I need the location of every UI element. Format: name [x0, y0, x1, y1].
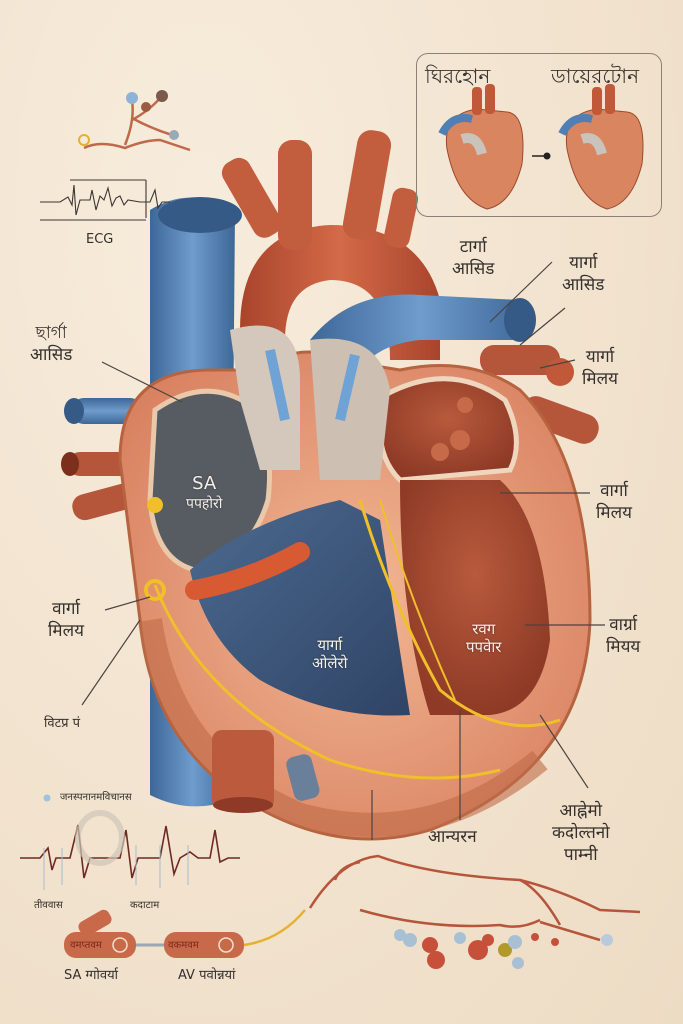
neuron-sketch — [83, 97, 191, 152]
label-bottom-center: आन्यरन — [428, 827, 477, 847]
heart-mini-right — [558, 84, 644, 210]
label-right-lower: वार्ग्रामियय — [606, 615, 641, 657]
av-node-inner-text: वकमवम — [168, 940, 199, 951]
av-node-label: AV पवोन्नयां — [178, 968, 236, 983]
inset-hearts — [438, 84, 644, 210]
label-left-ventricle: यार्गाओलेरो — [312, 636, 348, 672]
heart-mini-left — [438, 84, 524, 210]
leader-lines — [81, 261, 605, 840]
inset-left-title: ঘিরহোন — [425, 64, 491, 88]
bottom-ecg-center-label: कदाटाम — [130, 900, 160, 911]
sa-node-label: SA ग्गोवर्या — [64, 968, 118, 983]
label-right-vessel: यार्गामिलय — [582, 347, 618, 389]
left-ventricle — [190, 500, 410, 716]
label-left-mid: वार्गामिलय — [48, 599, 84, 641]
label-top-right: यार्गाआसिड — [562, 253, 605, 295]
label-left-upper: ছার্গাआसिड — [30, 323, 73, 365]
bottom-ecg-title: जनस्पनानमविचानस — [60, 792, 132, 803]
conduction-pathway — [153, 584, 501, 780]
left-atrium — [377, 376, 519, 483]
right-atrium — [147, 388, 272, 573]
ecg-trace-top — [40, 179, 170, 221]
ecg-trace-bottom — [20, 824, 240, 879]
ecg-label: ECG — [86, 232, 114, 247]
ecg-markers — [43, 845, 189, 890]
right-ventricle — [400, 480, 550, 715]
label-right-mid: वार्गामिलय — [596, 481, 632, 523]
nerve-branch — [308, 854, 641, 942]
inset-right-title: ডায়েরটোন — [551, 64, 640, 88]
sa-node-inner-text: वमप्तवम — [70, 940, 102, 951]
label-top-center-right: टार्गाआसिड — [452, 237, 495, 279]
nerve-terminals — [394, 929, 613, 969]
bottom-ecg-left-label: तीववास — [34, 900, 63, 911]
label-left-lower: विटप्र पं — [44, 716, 81, 731]
label-bottom-right: आह्नेमोकदोल्तनोपाम्नी — [552, 801, 610, 865]
systole-diastole-inset: ঘিরহোন ডায়েরটোন — [416, 53, 662, 217]
